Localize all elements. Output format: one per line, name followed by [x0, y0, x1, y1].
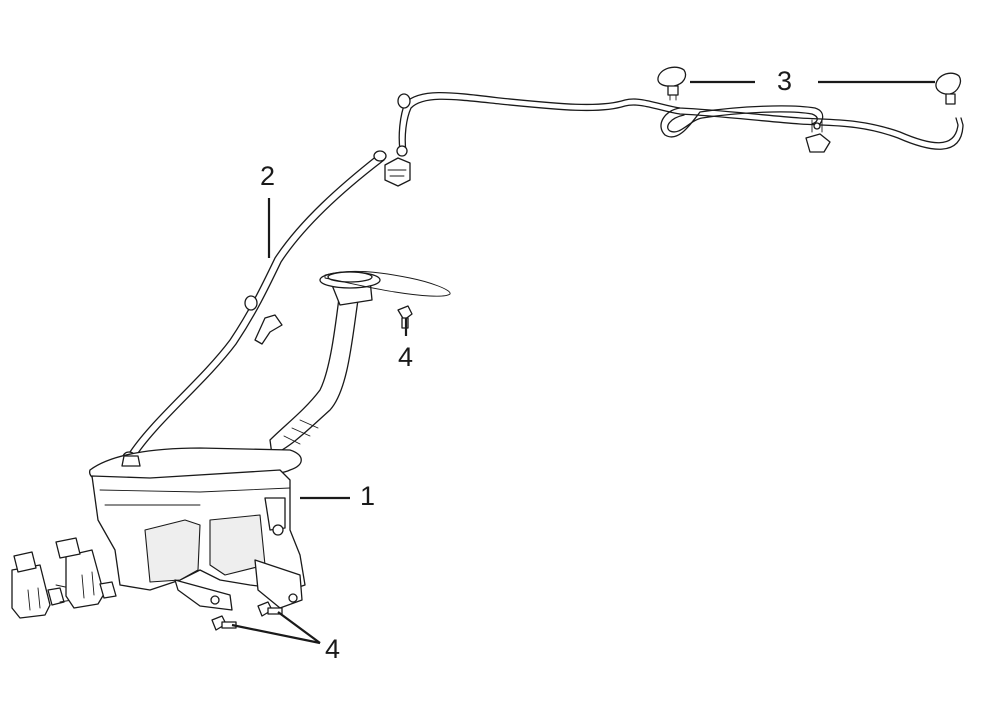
callout-bolts-lower: 4: [325, 634, 341, 664]
hose-clip: [254, 314, 283, 345]
filler-cap: [319, 271, 381, 289]
callout-reservoir: 1: [360, 481, 376, 511]
washer-pump-right: [55, 537, 117, 609]
washer-pump-left: [11, 551, 73, 619]
washer-reservoir: [89, 447, 306, 611]
cap-seal: [324, 270, 451, 297]
washer-hose-3: [396, 83, 964, 157]
bolt-lower-left: [211, 615, 237, 631]
filler-neck: [269, 279, 373, 456]
washer-nozzle-right: [935, 72, 962, 105]
callout-bolt-upper: 4: [398, 342, 414, 372]
hose-bracket: [384, 157, 411, 187]
callout-hose-front: 2: [260, 161, 276, 191]
leader-lines: [231, 80, 935, 645]
check-valve: [805, 119, 831, 153]
washer-nozzle-left: [657, 66, 687, 96]
callout-hose-nozzles: 3: [777, 66, 793, 96]
bolt-lower-right: [257, 601, 283, 617]
